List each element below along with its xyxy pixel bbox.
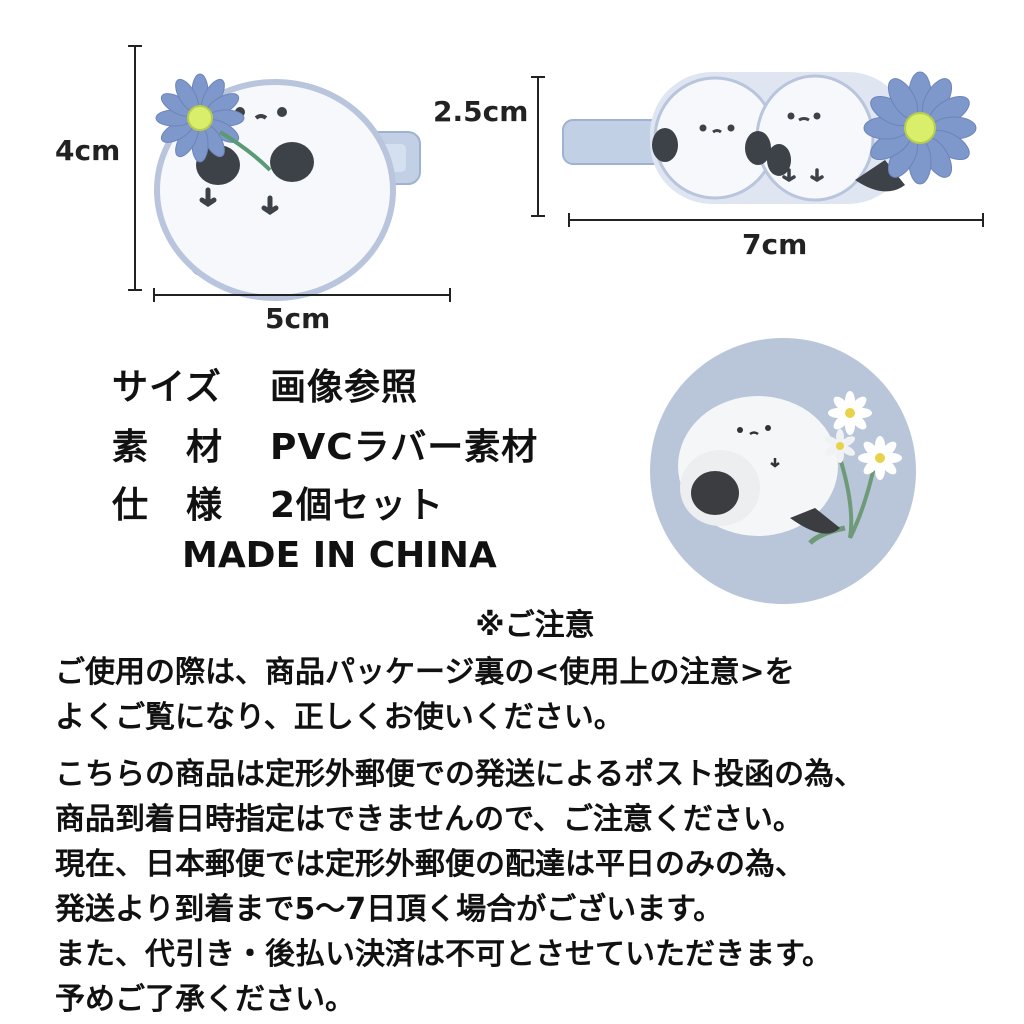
notice-line: こちらの商品は定形外郵便での発送によるポスト投函の為、 (55, 757, 865, 792)
notice-line: よくご覧になり、正しくお使いください。 (55, 700, 624, 735)
double-width-line (568, 213, 984, 227)
spec-value: PVCラバー素材 (270, 427, 539, 468)
notice-line: 発送より到着まで5〜7日頂く場合がございます。 (55, 892, 724, 927)
single-height-line (128, 45, 142, 291)
notice-title: ※ご注意 (475, 608, 595, 643)
spec-key: 仕 様 (112, 485, 224, 526)
notice-line: 予めご了承ください。 (55, 982, 355, 1017)
double-clip-illustration (562, 71, 977, 204)
notice-line: 現在、日本郵便では定形外郵便の配達は平日のみの為、 (55, 847, 805, 882)
bird-body-right (755, 74, 875, 202)
single-clip-product (120, 40, 470, 340)
notice-paragraph-1: ご使用の際は、商品パッケージ裏の<使用上の注意>を よくご覧になり、正しくお使い… (55, 650, 1015, 740)
single-height-label: 4cm (55, 134, 121, 167)
double-width-label: 7cm (742, 228, 808, 261)
single-clip-illustration (154, 73, 421, 301)
flower-icon (155, 73, 245, 163)
notice-line: また、代引き・後払い決済は不可とさせていただきます。 (55, 937, 832, 972)
spec-row-spec: 仕 様 2個セット (112, 476, 444, 528)
spec-row-material: 素 材 PVCラバー素材 (112, 418, 538, 470)
notice-paragraph-2: こちらの商品は定形外郵便での発送によるポスト投函の為、 商品到着日時指定はできま… (55, 752, 1015, 1022)
daisy-icon (824, 429, 856, 463)
notice-line: ご使用の際は、商品パッケージ裏の<使用上の注意>を (55, 655, 795, 690)
double-height-line (531, 76, 545, 217)
single-width-label: 5cm (265, 302, 331, 335)
double-height-label: 2.5cm (433, 95, 529, 128)
made-in-label: MADE IN CHINA (182, 535, 497, 576)
double-clip-product (555, 60, 985, 220)
daisy-icon (828, 391, 872, 435)
spec-value: 画像参照 (270, 367, 419, 408)
spec-value: 2個セット (270, 485, 445, 526)
bird-photo-circle (650, 338, 916, 604)
flower-icon (863, 71, 977, 185)
notice-line: 商品到着日時指定はできませんので、ご注意ください。 (55, 802, 803, 837)
spec-key: 素 材 (112, 427, 224, 468)
spec-row-size: サイズ 画像参照 (112, 358, 418, 410)
spec-key: サイズ (112, 367, 222, 408)
single-width-line (153, 288, 451, 302)
daisy-icon (858, 436, 902, 480)
